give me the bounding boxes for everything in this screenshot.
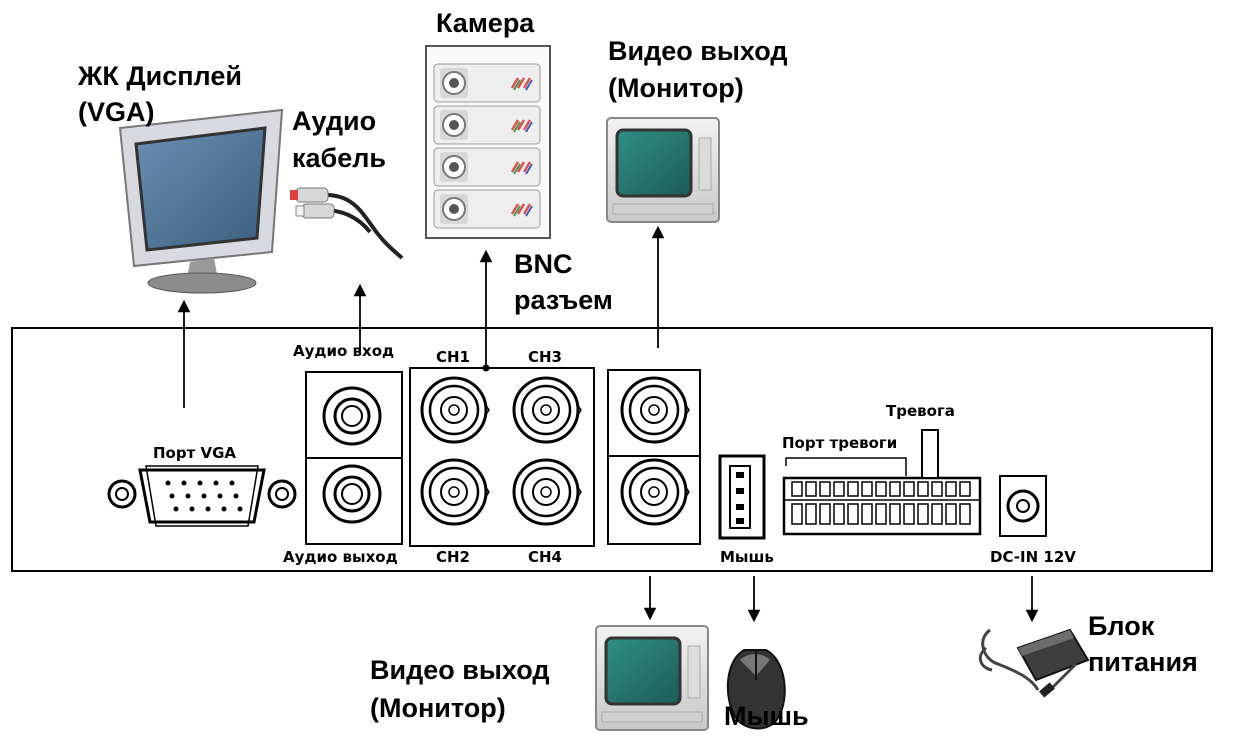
bnc-input-block [409,367,595,547]
crt-monitor-icon [594,624,710,732]
mouse-port-label: Мышь [720,548,774,566]
ch1-label: CH1 [436,348,470,366]
video-out-bottom-label-line2: (Монитор) [370,693,506,723]
ch4-label: CH4 [528,548,562,566]
mouse-label: Мышь [724,701,809,731]
vga-port-label: Порт VGA [153,444,236,462]
audio-cable-label-line1: Аудио [292,106,377,136]
video-out-top-label-line1: Видео выход [608,36,788,66]
camera-label: Камера [436,8,535,38]
camera-icon [425,45,551,239]
rca-jack-icon [322,386,382,446]
audio-cable-label-line2: кабель [292,143,386,173]
power-adapter-icon [978,628,1090,698]
rca-jack-icon [322,464,382,524]
bnc-label-line2: разъем [514,285,613,315]
ch2-label: CH2 [436,548,470,566]
dc-in-label: DC-IN 12V [990,548,1076,566]
crt-monitor-icon [605,116,721,224]
mouse-icon [726,649,786,730]
connection-arrows [177,225,1039,623]
terminal-block-icon [782,429,982,536]
audio-out-label: Аудио выход [283,548,398,566]
alarm-label: Тревога [886,402,955,420]
junction-dot [482,364,490,372]
rca-cable-icon [290,187,404,260]
audio-in-label: Аудио вход [293,342,394,360]
usb-port-icon [718,454,766,540]
lcd-display-label-line1: ЖК Дисплей [78,61,242,91]
audio-connector-block [305,371,403,545]
power-supply-label-line2: питания [1088,647,1198,677]
lcd-monitor-icon [118,108,284,294]
dc-jack-icon [999,475,1047,537]
video-out-bottom-label-line1: Видео выход [370,655,550,685]
alarm-port-label: Порт тревоги [782,434,897,452]
vga-connector-icon [107,465,297,527]
bnc-output-block [607,369,701,545]
video-out-top-label-line2: (Монитор) [608,73,744,103]
lcd-display-label-line2: (VGA) [78,97,155,127]
ch3-label: CH3 [528,348,562,366]
power-supply-label-line1: Блок [1088,611,1155,641]
bnc-label-line1: BNC [514,249,573,279]
